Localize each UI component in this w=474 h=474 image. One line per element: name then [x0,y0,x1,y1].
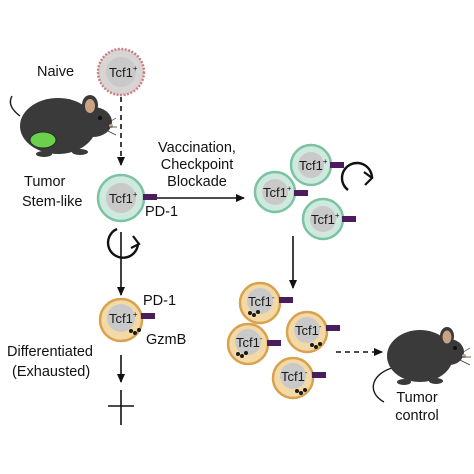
differentiated-label: Differentiated [7,344,93,360]
pd1-receptor-icon [141,313,155,319]
tumor-control-mouse-icon [372,327,471,403]
stem-like-label: Stem-like [22,194,82,210]
pd1-receptor-icon [312,372,326,378]
pd1-receptor-icon [342,216,356,222]
granzyme-granules-icon [248,310,260,317]
effector-cell: Tcf1- [226,322,281,366]
exhausted-label: (Exhausted) [12,364,90,380]
mouse-with-tumor-icon [9,95,117,157]
pd1-label-stem: PD-1 [145,204,178,220]
treatment-label-3: Blockade [167,174,227,190]
expanded-stem-cell: Tcf1+ [253,170,308,214]
effector-cell-label: Tcf1- [295,322,322,338]
gzmb-label: GzmB [146,332,186,348]
effector-cell-label: Tcf1- [236,334,263,350]
effector-cell-label: Tcf1- [248,293,275,309]
naive-label: Naive [37,64,74,80]
effector-cell: Tcf1- [271,356,326,400]
expanded-cell-label: Tcf1+ [311,211,340,227]
differentiated-cell-label: Tcf1+ [109,310,138,326]
granzyme-granules-icon [129,328,141,335]
tumor-control-label-2: control [395,408,439,424]
cell-death-cross-icon [108,390,134,425]
effector-cell-label: Tcf1- [281,368,308,384]
effector-cell: Tcf1- [238,281,293,325]
tumor-label: Tumor [24,174,66,190]
self-renewal-arrow-icon-right [340,161,374,191]
pd1-receptor-icon [267,340,281,346]
pd1-receptor-icon [330,162,344,168]
pd1-receptor-icon [143,194,157,200]
treatment-label-2: Checkpoint [161,157,234,173]
pd1-receptor-icon [294,190,308,196]
expanded-cell-label: Tcf1+ [263,184,292,200]
granzyme-granules-icon [295,388,307,395]
expanded-stem-cell: Tcf1+ [289,143,344,187]
tumor-control-label-1: Tumor [396,390,438,406]
expanded-cell-label: Tcf1+ [299,157,328,173]
pd1-receptor-icon [279,297,293,303]
expanded-stem-cell: Tcf1+ [301,197,356,241]
differentiated-cell: Tcf1+ [98,297,155,343]
naive-cell-label: Tcf1+ [109,64,138,80]
effector-cell: Tcf1- [285,310,340,354]
granzyme-granules-icon [310,342,322,349]
self-renewal-arrow-icon [106,227,141,259]
pd1-receptor-icon [326,325,340,331]
stem-like-cell: Tcf1+ [96,173,157,223]
treatment-label-1: Vaccination, [158,140,236,156]
stem-cell-label: Tcf1+ [109,190,138,206]
naive-cell: Tcf1+ [96,47,146,97]
granzyme-granules-icon [236,351,248,358]
pd1-label-differentiated: PD-1 [143,293,176,309]
